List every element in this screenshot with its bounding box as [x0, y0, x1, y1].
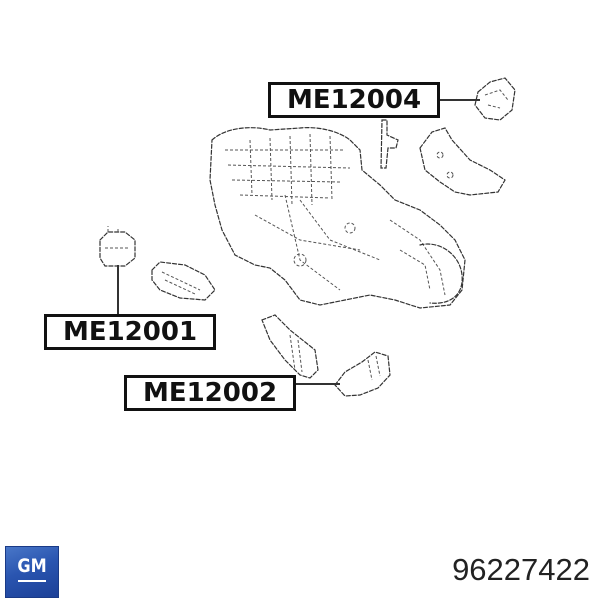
- mount-me12002-sketch: [261, 314, 391, 397]
- gm-logo-underline: [18, 580, 46, 582]
- part-number: 96227422: [452, 552, 590, 587]
- bracket-sketch: [380, 119, 506, 196]
- mount-me12004-sketch: [474, 77, 516, 121]
- part-label-me12004: ME12004: [268, 82, 440, 118]
- part-label-me12002: ME12002: [124, 375, 296, 411]
- leader-line-me12001: [117, 265, 119, 315]
- gm-logo-text: GM: [17, 555, 47, 577]
- mount-me12001-sketch: [99, 226, 216, 301]
- leader-line-me12002: [296, 383, 340, 385]
- part-label-me12001: ME12001: [44, 314, 216, 350]
- leader-line-me12004: [440, 99, 480, 101]
- gm-logo: GM: [5, 546, 59, 598]
- engine-block-sketch: [209, 127, 466, 309]
